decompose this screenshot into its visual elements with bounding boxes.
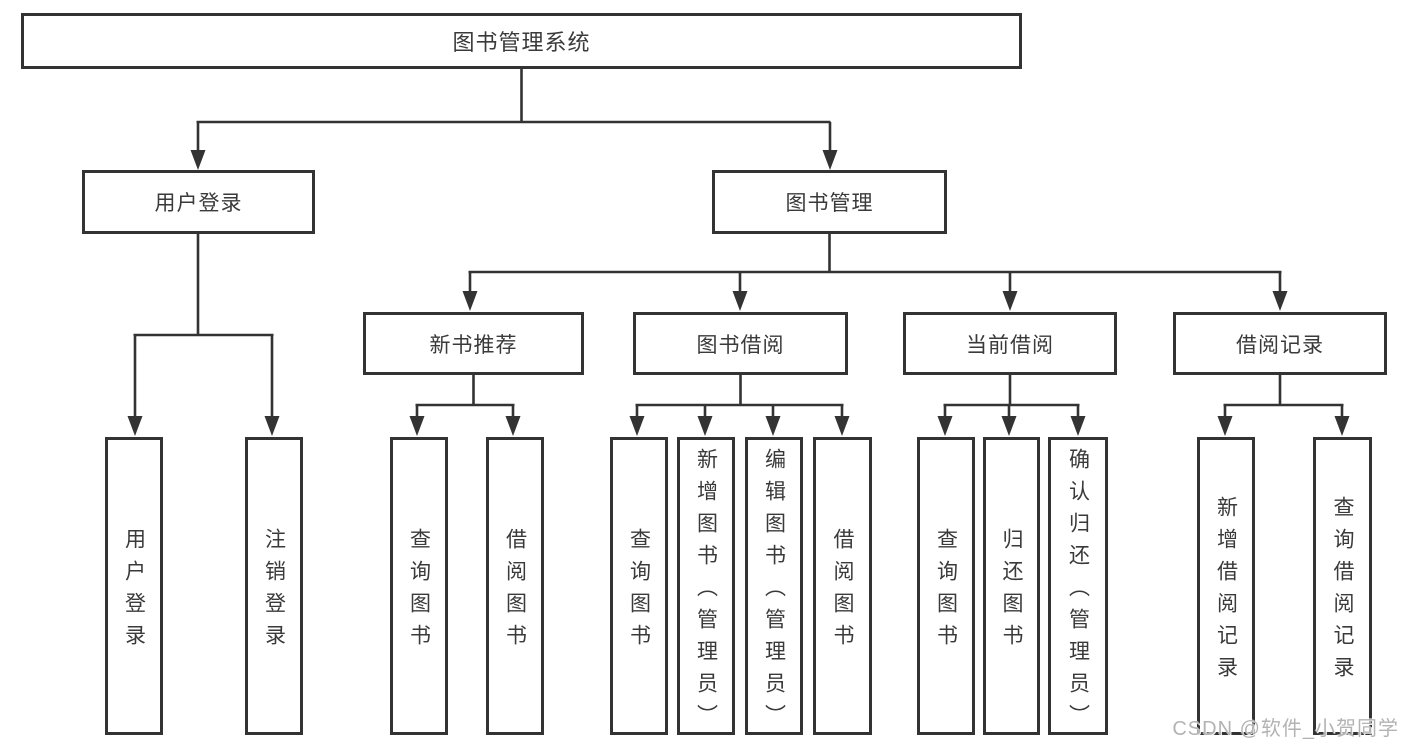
leaf-confirm-return-admin-label: 确认归还（管理员） xyxy=(1066,447,1090,736)
leaf-query-borrow-record-label: 查询借阅记录 xyxy=(1331,495,1354,688)
leaf-query-books-recommend-label: 查询图书 xyxy=(407,527,431,656)
leaf-edit-book-admin: 编辑图书（管理员） xyxy=(745,437,803,736)
csdn-watermark: CSDN @软件_小贺同学 xyxy=(1172,718,1399,740)
leaf-logout-label: 注销登录 xyxy=(262,527,286,656)
leaf-query-books-current-label: 查询图书 xyxy=(934,527,958,656)
leaf-add-book-admin-label: 新增图书（管理员） xyxy=(694,447,718,736)
node-borrow-records: 借阅记录 xyxy=(1173,312,1387,375)
leaf-user-login: 用户登录 xyxy=(105,437,163,735)
leaf-borrow-books-recommend: 借阅图书 xyxy=(486,437,544,735)
leaf-query-books-borrowing-label: 查询图书 xyxy=(627,527,651,656)
leaf-confirm-return-admin: 确认归还（管理员） xyxy=(1048,437,1108,736)
leaf-edit-book-admin-label: 编辑图书（管理员） xyxy=(762,447,786,736)
node-book-management: 图书管理 xyxy=(712,170,947,234)
leaf-query-books-current: 查询图书 xyxy=(917,437,975,735)
leaf-query-borrow-record: 查询借阅记录 xyxy=(1313,437,1372,735)
node-user-login: 用户登录 xyxy=(82,170,315,234)
leaf-add-borrow-record: 新增借阅记录 xyxy=(1197,437,1255,735)
leaf-query-books-borrowing: 查询图书 xyxy=(610,437,668,735)
node-book-borrowing: 图书借阅 xyxy=(633,312,848,375)
leaf-borrow-books-borrowing-label: 借阅图书 xyxy=(831,527,854,656)
node-current-borrowing: 当前借阅 xyxy=(903,312,1117,375)
leaf-return-books: 归还图书 xyxy=(983,437,1040,735)
node-new-book-recommend: 新书推荐 xyxy=(363,312,584,375)
leaf-query-books-recommend: 查询图书 xyxy=(390,437,448,735)
leaf-return-books-label: 归还图书 xyxy=(1000,527,1023,656)
leaf-borrow-books-recommend-label: 借阅图书 xyxy=(503,527,527,656)
node-library-management-system: 图书管理系统 xyxy=(21,13,1022,69)
leaf-add-book-admin: 新增图书（管理员） xyxy=(677,437,735,736)
leaf-logout: 注销登录 xyxy=(245,437,303,735)
leaf-user-login-label: 用户登录 xyxy=(122,527,146,656)
leaf-add-borrow-record-label: 新增借阅记录 xyxy=(1214,495,1238,688)
leaf-borrow-books-borrowing: 借阅图书 xyxy=(813,437,872,735)
